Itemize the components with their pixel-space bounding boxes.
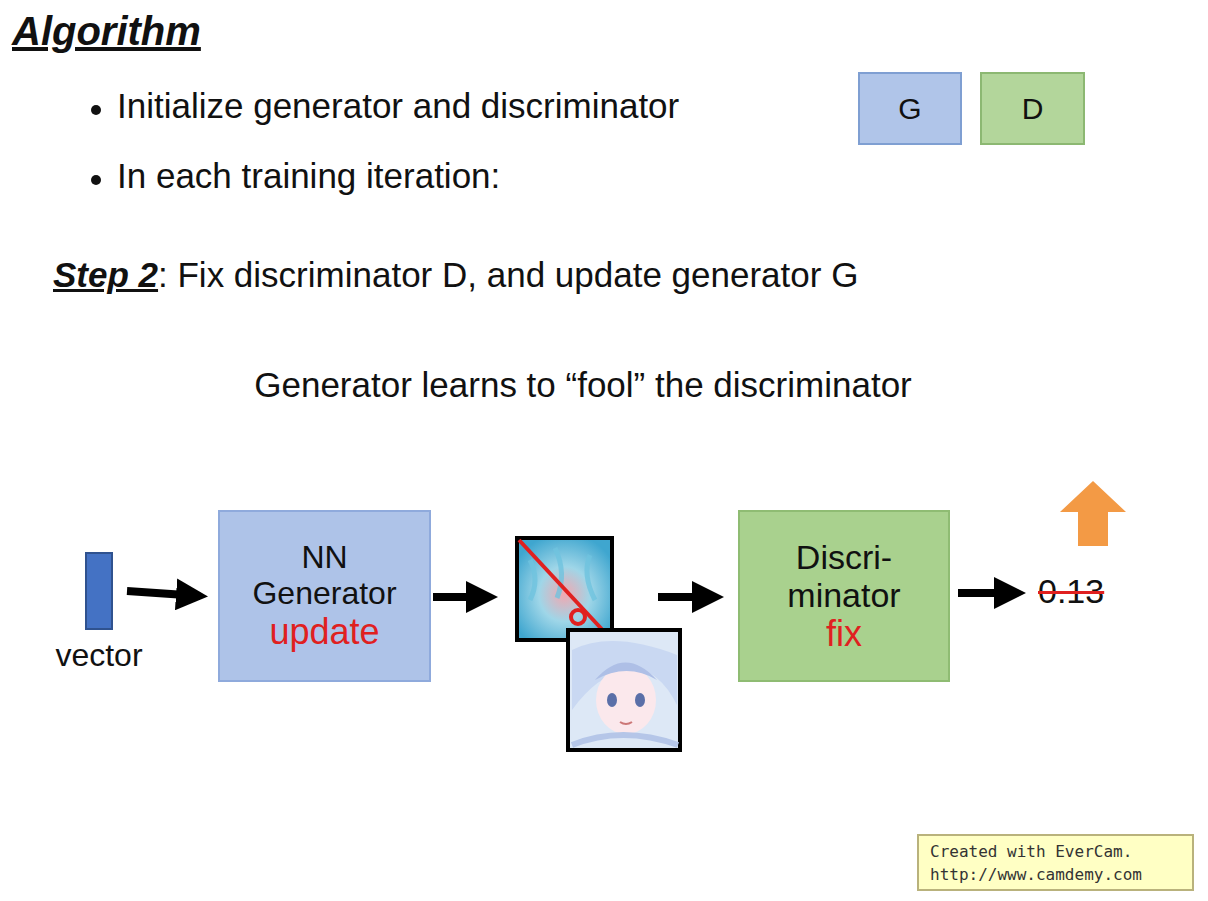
probability-score: 0.13 [1038,572,1104,611]
node-label: D [1016,92,1050,126]
bullet-text: In each training iteration: [117,156,500,196]
node-status: update [263,612,385,652]
generator-network: NN Generatorupdate [218,510,431,682]
watermark: http://www.camdemy.com [930,866,1142,884]
arrow [433,593,490,601]
node-label: Discri- minator [740,538,948,614]
node-label: vector [55,638,142,674]
input-vector: vector [85,552,113,630]
bullet-text: Initialize generator and discriminator [117,86,679,126]
discriminator-network: Discri- minatorfix [738,510,950,682]
step-text: : Fix discriminator D, and update genera… [158,255,858,295]
increase-arrow [1060,481,1126,546]
anime-image [568,630,680,750]
watermark-box [918,835,1193,890]
node-label: G [892,92,927,126]
bullet [91,105,101,115]
node-label: NN Generator [220,540,429,612]
generated-image [517,538,612,640]
bullet [91,175,101,185]
title: Algorithm [12,8,201,54]
generator-box: G [858,72,962,145]
watermark: Created with EverCam. [930,843,1132,861]
flow-arrow [127,591,200,596]
subtitle: Generator learns to “fool” the discrimin… [254,365,912,405]
step-heading: Step 2 [53,255,158,295]
arrow [958,589,1018,597]
node-status: fix [820,614,868,654]
discriminator-box: D [980,72,1085,145]
arrow [658,593,716,601]
